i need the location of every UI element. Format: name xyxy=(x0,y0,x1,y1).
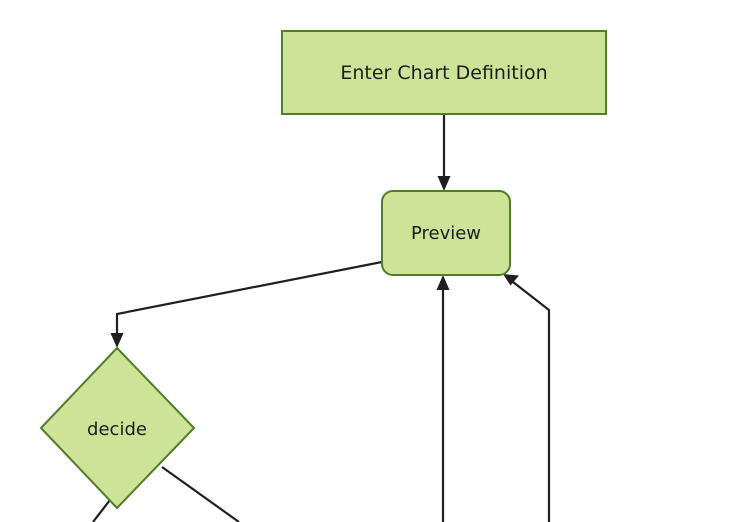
edge-return-right-arrowhead xyxy=(503,274,519,286)
edge-preview-to-decide-arrowhead xyxy=(110,333,124,348)
edge-return-right xyxy=(503,274,551,522)
node-enter-chart-definition[interactable]: Enter Chart Definition xyxy=(281,30,607,115)
edge-decide-branch-left-line xyxy=(92,499,111,522)
preview-shape[interactable] xyxy=(381,190,511,276)
preview-label: Preview xyxy=(411,223,481,244)
node-preview[interactable]: Preview xyxy=(381,190,511,276)
decide-label: decide xyxy=(87,419,147,440)
enter-chart-definition-shape[interactable] xyxy=(281,30,607,115)
node-decide[interactable]: decide xyxy=(39,346,196,510)
edge-preview-to-decide-line xyxy=(115,260,383,336)
edge-decide-branch-right xyxy=(161,466,240,522)
edge-preview-to-decide xyxy=(110,260,383,348)
edge-return-right-line xyxy=(512,281,551,522)
edge-decide-branch-right-line xyxy=(161,466,240,522)
decide-shape[interactable] xyxy=(39,346,196,510)
edge-return-center-arrowhead xyxy=(436,275,450,290)
edge-enter-to-preview xyxy=(437,114,451,191)
enter-chart-definition-label: Enter Chart Definition xyxy=(340,62,547,84)
edge-enter-to-preview-arrowhead xyxy=(437,176,451,191)
edge-decide-branch-left xyxy=(92,499,111,522)
edge-return-center xyxy=(436,275,450,522)
